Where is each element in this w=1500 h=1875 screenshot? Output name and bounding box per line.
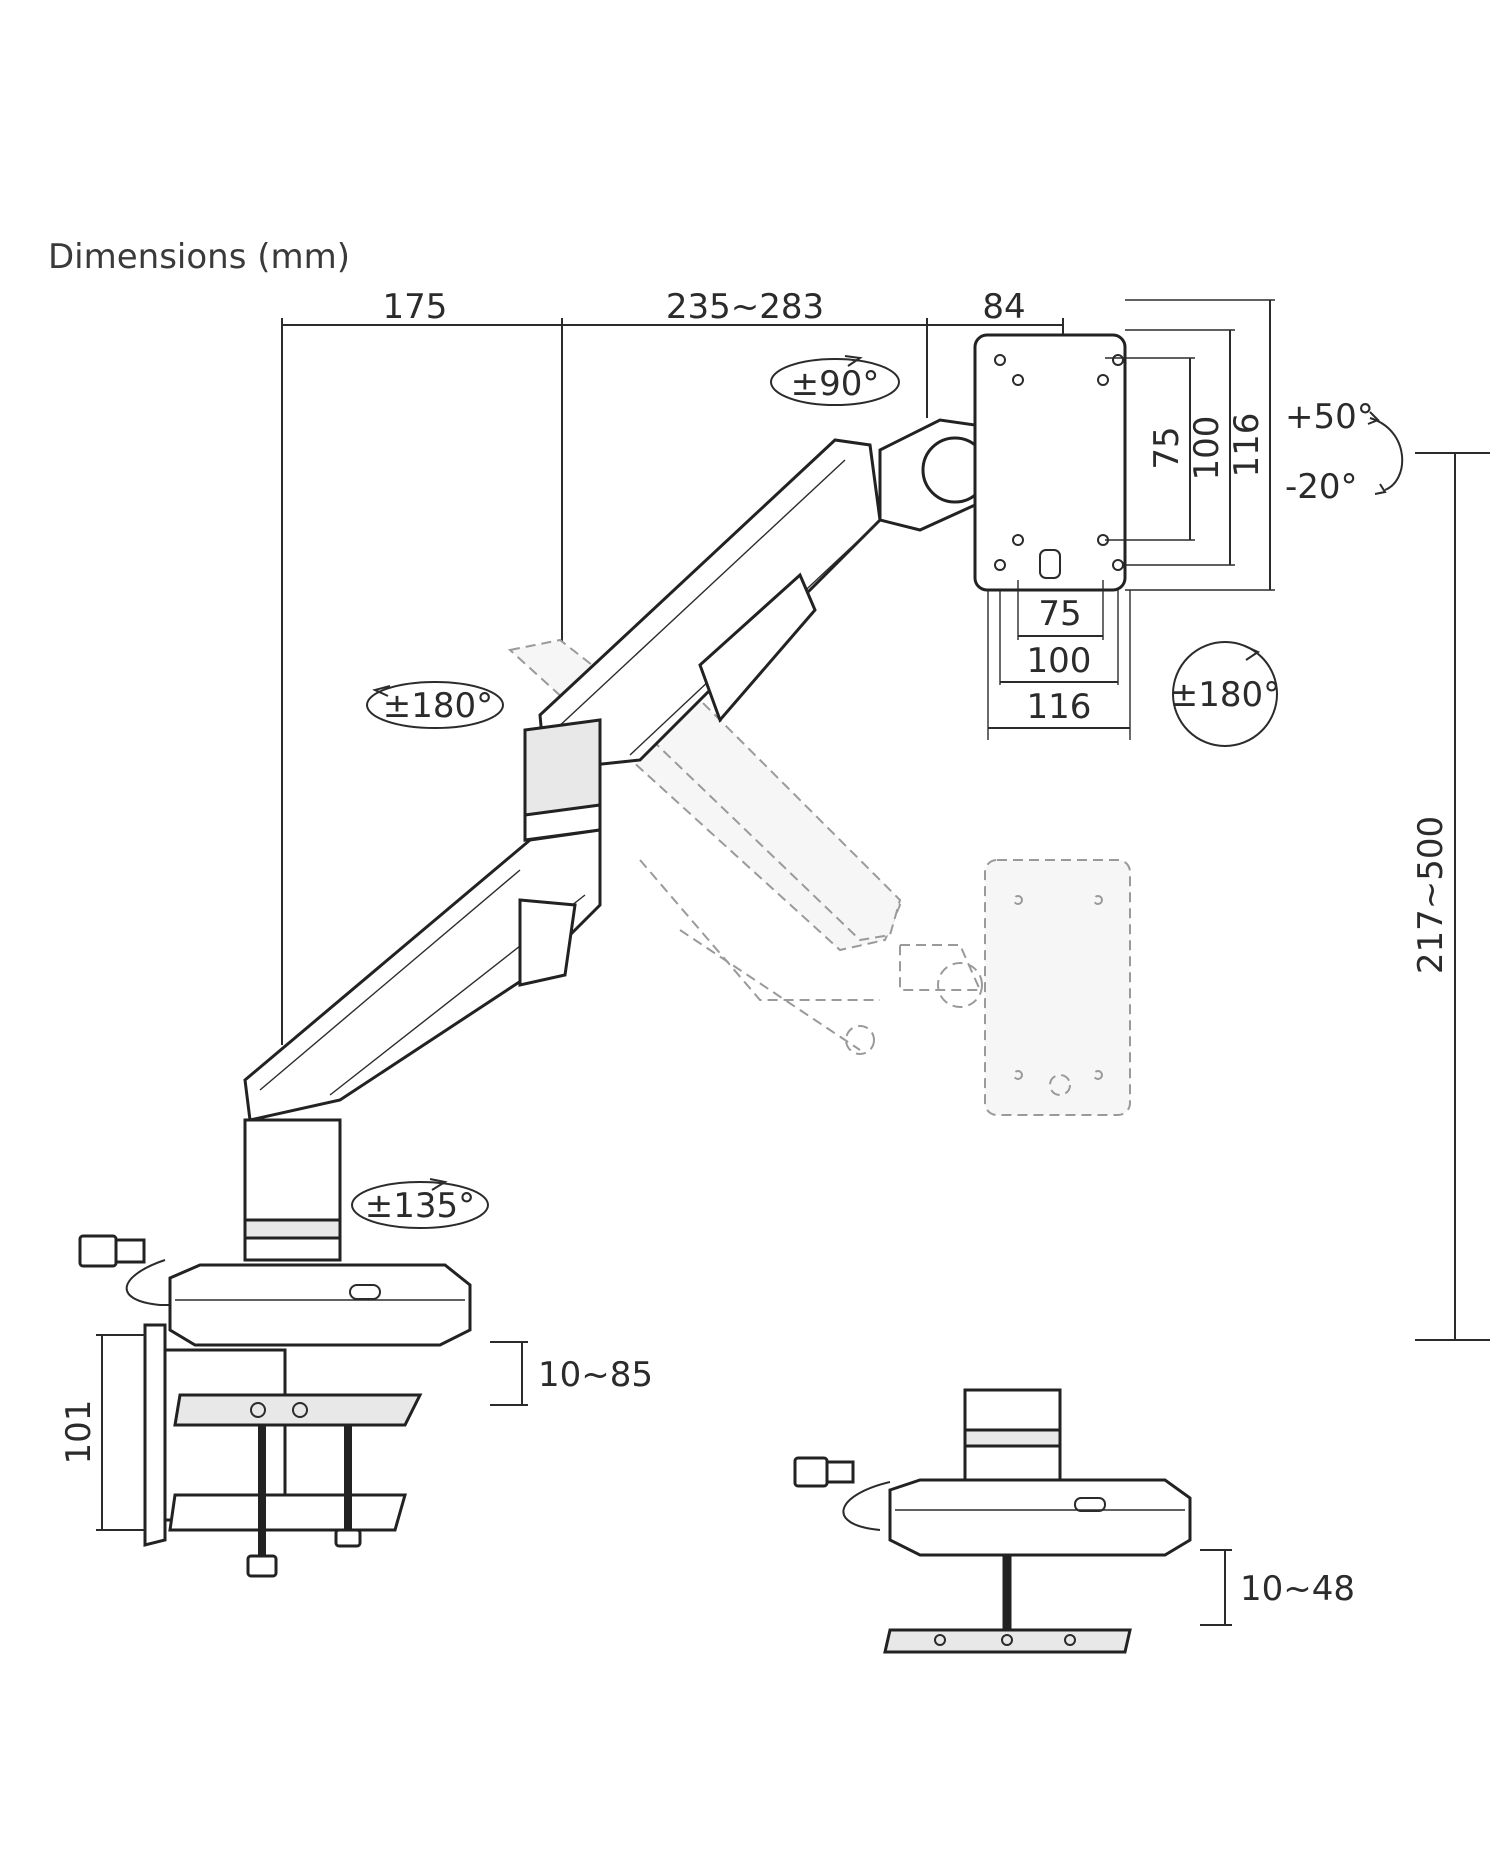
dim-vesa-vertical-75: 75 — [1147, 426, 1187, 469]
grommet-range-dimension: 10~48 — [1200, 1549, 1355, 1626]
dim-clamp-height: 101 — [59, 1400, 99, 1465]
dim-height-range: 217~500 — [1411, 816, 1451, 974]
rotation-tilt-down-label: -20° — [1285, 467, 1358, 507]
clamp-height-dimension: 101 — [59, 1334, 145, 1531]
dim-clamp-range: 10~85 — [538, 1355, 653, 1395]
dim-head-depth: 84 — [982, 287, 1025, 327]
rotation-screen: ±180° — [1170, 641, 1280, 747]
dim-vesa-vertical-100: 100 — [1187, 416, 1227, 481]
dim-base-to-pole: 175 — [383, 287, 448, 327]
dim-grommet-range: 10~48 — [1240, 1569, 1355, 1609]
rotation-forearm-label: ±180° — [383, 686, 493, 726]
rotation-tilt: +50° -20° — [1285, 397, 1404, 507]
rotation-forearm: ±180° — [366, 681, 504, 729]
vesa-horizontal-dimensions — [987, 580, 1131, 740]
rotation-head-swivel: ±90° — [770, 355, 900, 406]
dim-arm-reach: 235~283 — [666, 287, 824, 327]
monitor-arm — [243, 418, 989, 1262]
clamp-range-dimension: 10~85 — [490, 1341, 653, 1406]
diagram-title: Dimensions (mm) — [48, 237, 350, 277]
dim-vesa-horizontal-75: 75 — [1038, 594, 1081, 634]
dim-vesa-horizontal-100: 100 — [1027, 641, 1092, 681]
rotation-tilt-up-label: +50° — [1285, 397, 1374, 437]
vesa-plate — [973, 333, 1127, 592]
clamp-base-assembly — [78, 1234, 472, 1578]
rotation-screen-label: ±180° — [1170, 675, 1280, 715]
height-dimension: 217~500 — [1411, 452, 1490, 1341]
rotation-base: ±135° — [351, 1178, 489, 1229]
dim-vesa-horizontal-116: 116 — [1027, 687, 1092, 727]
dim-vesa-vertical-116: 116 — [1227, 413, 1267, 478]
vesa-vertical-dimensions — [1105, 299, 1275, 591]
rotation-base-label: ±135° — [365, 1186, 475, 1226]
top-dimension-lines — [281, 318, 1064, 1045]
rotation-head-swivel-label: ±90° — [791, 364, 880, 404]
grommet-base-assembly — [793, 1388, 1192, 1654]
